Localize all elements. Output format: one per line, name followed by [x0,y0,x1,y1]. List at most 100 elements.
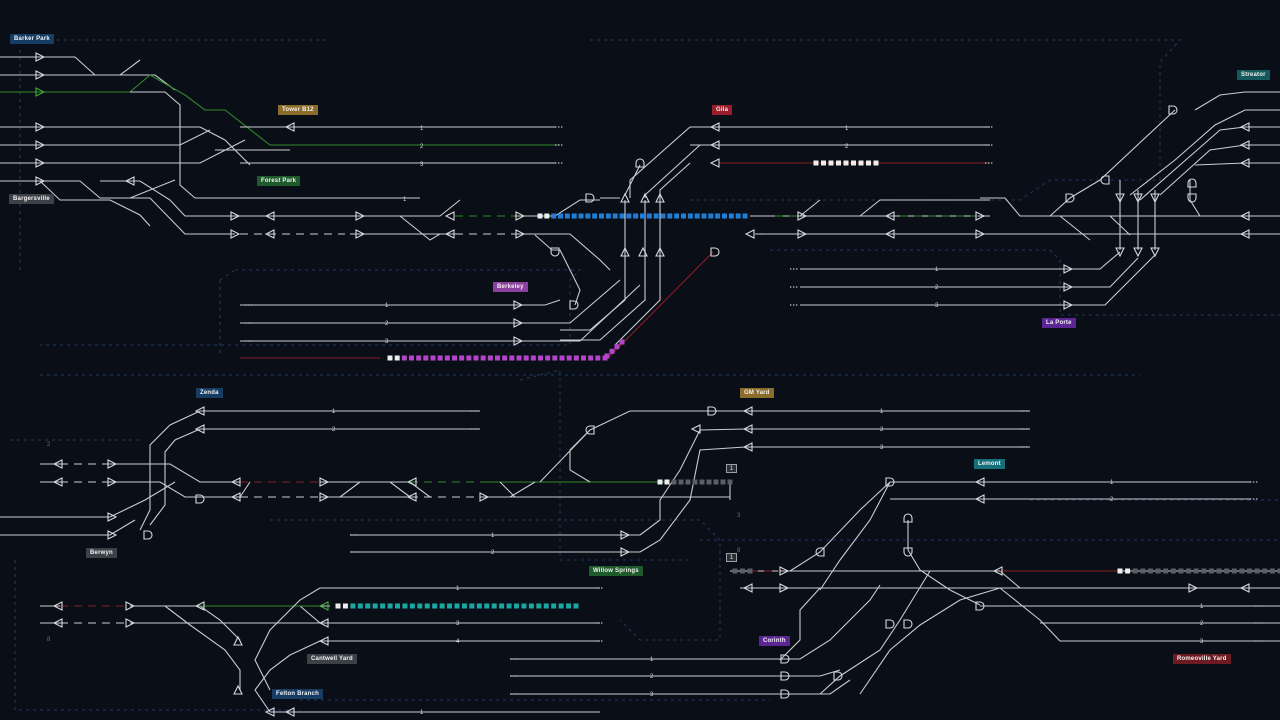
station-label-corinth[interactable]: Corinth [759,636,790,646]
switch-icon[interactable] [975,601,985,611]
signal-icon[interactable] [513,300,524,310]
station-label-berkeley[interactable]: Berkeley [493,282,528,292]
signal-icon[interactable] [1188,583,1199,593]
station-label-romeoville-yard[interactable]: Romeoville Yard [1173,654,1231,664]
signal-icon[interactable] [1239,140,1250,150]
signal-icon[interactable] [1239,211,1250,221]
switch-icon[interactable] [780,671,790,681]
switch-icon[interactable] [1187,193,1197,203]
switch-icon[interactable] [780,689,790,699]
lemont-track-box[interactable]: 1 [726,553,737,562]
station-label-barker-park[interactable]: Barker Park [10,34,54,44]
signal-icon[interactable] [264,229,275,239]
station-label-gila[interactable]: Gila [712,105,733,115]
switch-icon[interactable] [885,477,895,487]
signal-icon[interactable] [742,424,753,434]
station-label-streator[interactable]: Streator [1237,70,1270,80]
signal-icon[interactable] [35,52,46,62]
switch-icon[interactable] [815,547,825,557]
signal-icon[interactable] [264,211,275,221]
signal-icon[interactable] [318,636,329,646]
signal-icon[interactable] [107,512,118,522]
signal-icon[interactable] [797,211,808,221]
signal-icon[interactable] [742,406,753,416]
signal-icon[interactable] [1063,264,1074,274]
signal-icon[interactable] [779,566,790,576]
station-label-forest-park[interactable]: Forest Park [257,176,301,186]
signal-icon[interactable] [515,229,526,239]
signal-icon[interactable] [1063,300,1074,310]
signal-icon[interactable] [52,477,63,487]
signal-icon[interactable] [230,477,241,487]
signal-icon[interactable] [355,229,366,239]
signal-icon[interactable] [797,229,808,239]
signal-icon[interactable] [513,318,524,328]
signal-icon[interactable] [284,122,295,132]
gm-yard-track-box[interactable]: 1 [726,464,737,473]
signal-icon[interactable] [124,176,135,186]
signal-icon[interactable] [107,477,118,487]
signal-icon[interactable] [1239,583,1250,593]
signal-icon[interactable] [52,618,63,628]
signal-icon[interactable] [1239,158,1250,168]
station-label-bargersville[interactable]: Bargersville [9,194,54,204]
signal-icon[interactable] [230,229,241,239]
switch-icon[interactable] [903,619,913,629]
signal-icon[interactable] [1239,229,1250,239]
station-label-berwyn[interactable]: Berwyn [86,548,117,558]
signal-icon[interactable] [975,211,986,221]
signal-icon[interactable] [709,122,720,132]
signal-icon[interactable] [690,424,701,434]
station-label-willow-springs[interactable]: Willow Springs [589,566,643,576]
signal-icon[interactable] [742,442,753,452]
signal-icon[interactable] [620,246,630,257]
signal-icon[interactable] [125,618,136,628]
switch-icon[interactable] [585,425,595,435]
signal-icon[interactable] [319,477,330,487]
switch-icon[interactable] [635,158,645,168]
signal-icon[interactable] [709,158,720,168]
signal-icon[interactable] [1133,193,1143,204]
signal-icon[interactable] [35,176,46,186]
switch-icon[interactable] [903,547,913,557]
signal-icon[interactable] [638,246,648,257]
signal-icon[interactable] [444,211,455,221]
signal-icon[interactable] [975,229,986,239]
signal-icon[interactable] [884,211,895,221]
station-label-la-porte[interactable]: La Porte [1042,318,1076,328]
signal-icon[interactable] [194,601,205,611]
signal-icon[interactable] [35,158,46,168]
signal-icon[interactable] [319,492,330,502]
signal-icon[interactable] [779,583,790,593]
signal-icon[interactable] [107,530,118,540]
signal-icon[interactable] [35,122,46,132]
signal-icon[interactable] [640,192,650,203]
signal-icon[interactable] [1150,247,1160,258]
signal-icon[interactable] [1239,122,1250,132]
signal-icon[interactable] [125,601,136,611]
switch-icon[interactable] [1168,105,1178,115]
signal-icon[interactable] [515,211,526,221]
signal-icon[interactable] [974,494,985,504]
signal-icon[interactable] [1063,282,1074,292]
signal-icon[interactable] [479,492,490,502]
signal-icon[interactable] [35,140,46,150]
switch-icon[interactable] [903,513,913,523]
signal-icon[interactable] [1115,193,1125,204]
switch-icon[interactable] [710,247,720,257]
signal-icon[interactable] [233,635,243,646]
station-label-cantwell-yard[interactable]: Cantwell Yard [307,654,357,664]
switch-icon[interactable] [707,406,717,416]
signal-icon[interactable] [406,492,417,502]
switch-icon[interactable] [1187,178,1197,188]
signal-icon[interactable] [1115,247,1125,258]
switch-icon[interactable] [143,530,153,540]
signal-icon[interactable] [974,477,985,487]
station-label-gm-yard[interactable]: GM Yard [740,388,774,398]
signal-icon[interactable] [709,140,720,150]
signal-icon[interactable] [284,707,295,717]
station-label-lemont[interactable]: Lemont [974,459,1005,469]
signal-icon[interactable] [107,459,118,469]
switch-icon[interactable] [780,654,790,664]
switch-icon[interactable] [1065,193,1075,203]
